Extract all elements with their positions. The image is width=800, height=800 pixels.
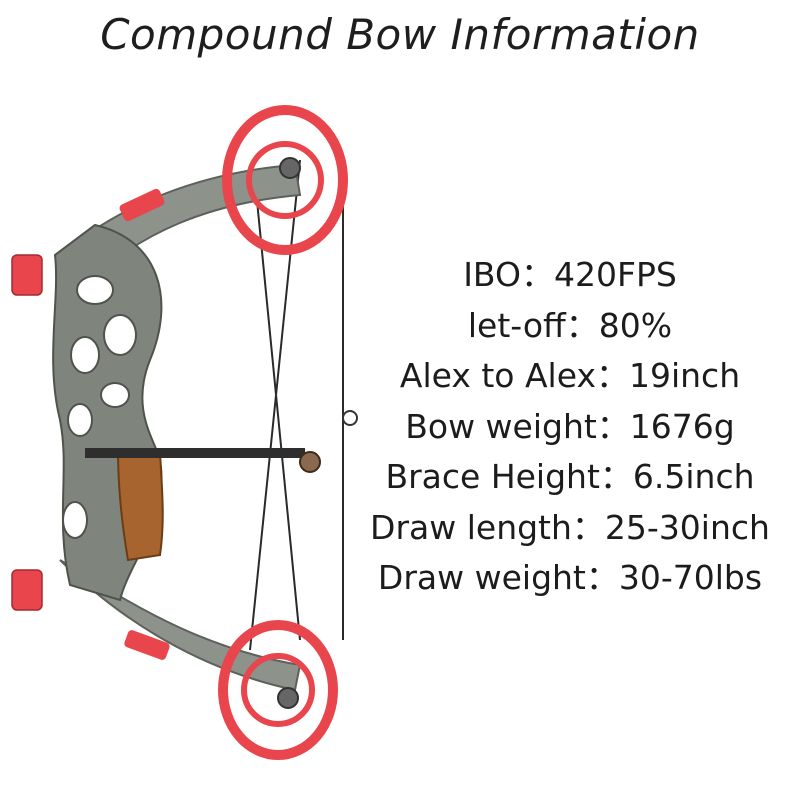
riser-cutouts: [62, 275, 137, 539]
spec-draw-length: Draw length：25-30inch: [370, 507, 770, 547]
spec-brace-height: Brace Height：6.5inch: [385, 457, 755, 496]
spec-draw-weight: Draw weight：30-70lbs: [377, 558, 763, 597]
arrow-rest-knob: [299, 451, 321, 473]
lower-limb: [59, 559, 302, 692]
spec-bow-weight: Bow weight：1676g: [405, 406, 735, 446]
upper-cam: [222, 105, 348, 255]
page-title: Compound Bow Information: [100, 10, 700, 59]
spec-list: IBO：420FPS let-off：80% Alex to Alex：19in…: [350, 250, 790, 604]
spec-let-off: let-off：80%: [467, 305, 673, 345]
lower-cam: [218, 620, 338, 760]
limb-dampeners: [119, 188, 170, 660]
grip: [116, 448, 164, 562]
arrow-rest-bar: [85, 448, 305, 458]
spec-axle-to-axle: Alex to Alex：19inch: [399, 356, 741, 395]
spec-ibo: IBO：420FPS: [463, 255, 677, 294]
limb-pocket-caps: [11, 254, 43, 611]
d-loop: [342, 410, 358, 426]
bow-strings: [249, 159, 344, 651]
